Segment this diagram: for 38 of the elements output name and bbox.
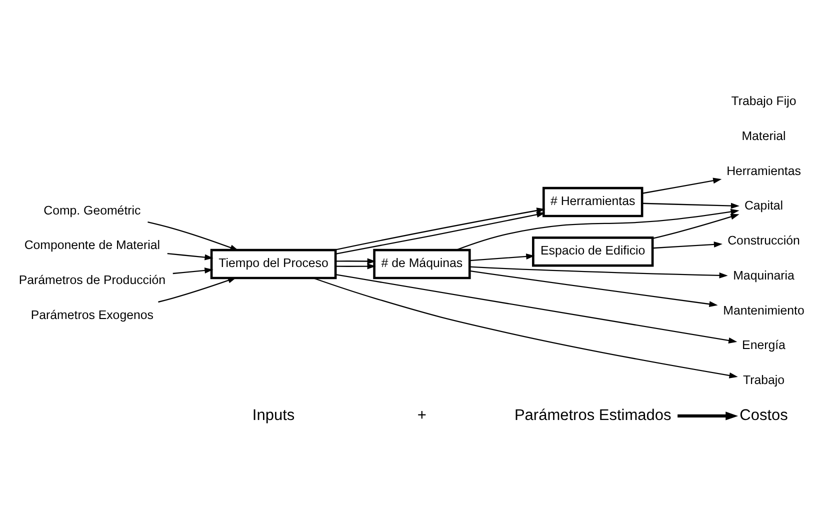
- node-text: Trabajo: [742, 372, 785, 387]
- node-text: Maquinaria: [733, 268, 794, 282]
- node-text: Comp. Geométric: [44, 202, 141, 217]
- arrow: [158, 276, 237, 302]
- arrow: [470, 252, 535, 261]
- node-box: # Herramientas: [542, 186, 644, 217]
- node-text: Inputs: [252, 406, 295, 424]
- arrow: [336, 258, 376, 264]
- node-box: Espacio de Edificio: [532, 236, 654, 266]
- arrow: [470, 266, 728, 278]
- arrow: [336, 273, 738, 343]
- arrow: [172, 267, 214, 274]
- arrow: [652, 213, 740, 239]
- node-text: Mantenimiento: [723, 302, 804, 317]
- arrow: [456, 208, 740, 250]
- arrow: [642, 177, 722, 194]
- node-text: Componente de Material: [24, 238, 160, 252]
- arrow: [652, 241, 722, 248]
- node-text: Costos: [740, 406, 788, 424]
- node-box: Tiempo del Proceso: [210, 248, 337, 279]
- node-text: Parámetros Estimados: [514, 406, 672, 424]
- node-text: Capital: [744, 198, 784, 212]
- arrow: [148, 220, 239, 250]
- arrow: [167, 252, 214, 260]
- node-text: Herramientas: [726, 163, 801, 178]
- arrow: [312, 276, 738, 378]
- node-text: Construcción: [728, 233, 800, 248]
- node-text: Material: [742, 128, 786, 142]
- node-box: # de Máquinas: [373, 248, 471, 279]
- node-text: Parámetros Exogenos: [30, 307, 154, 322]
- node-text: Parámetros de Producción: [18, 272, 166, 287]
- arrow: [642, 202, 740, 208]
- node-text: Trabajo Fijo: [731, 93, 796, 108]
- arrow: [678, 411, 738, 420]
- node-text: Energía: [742, 338, 786, 352]
- arrow: [336, 262, 376, 269]
- arrow: [470, 270, 718, 307]
- label: +: [417, 406, 426, 424]
